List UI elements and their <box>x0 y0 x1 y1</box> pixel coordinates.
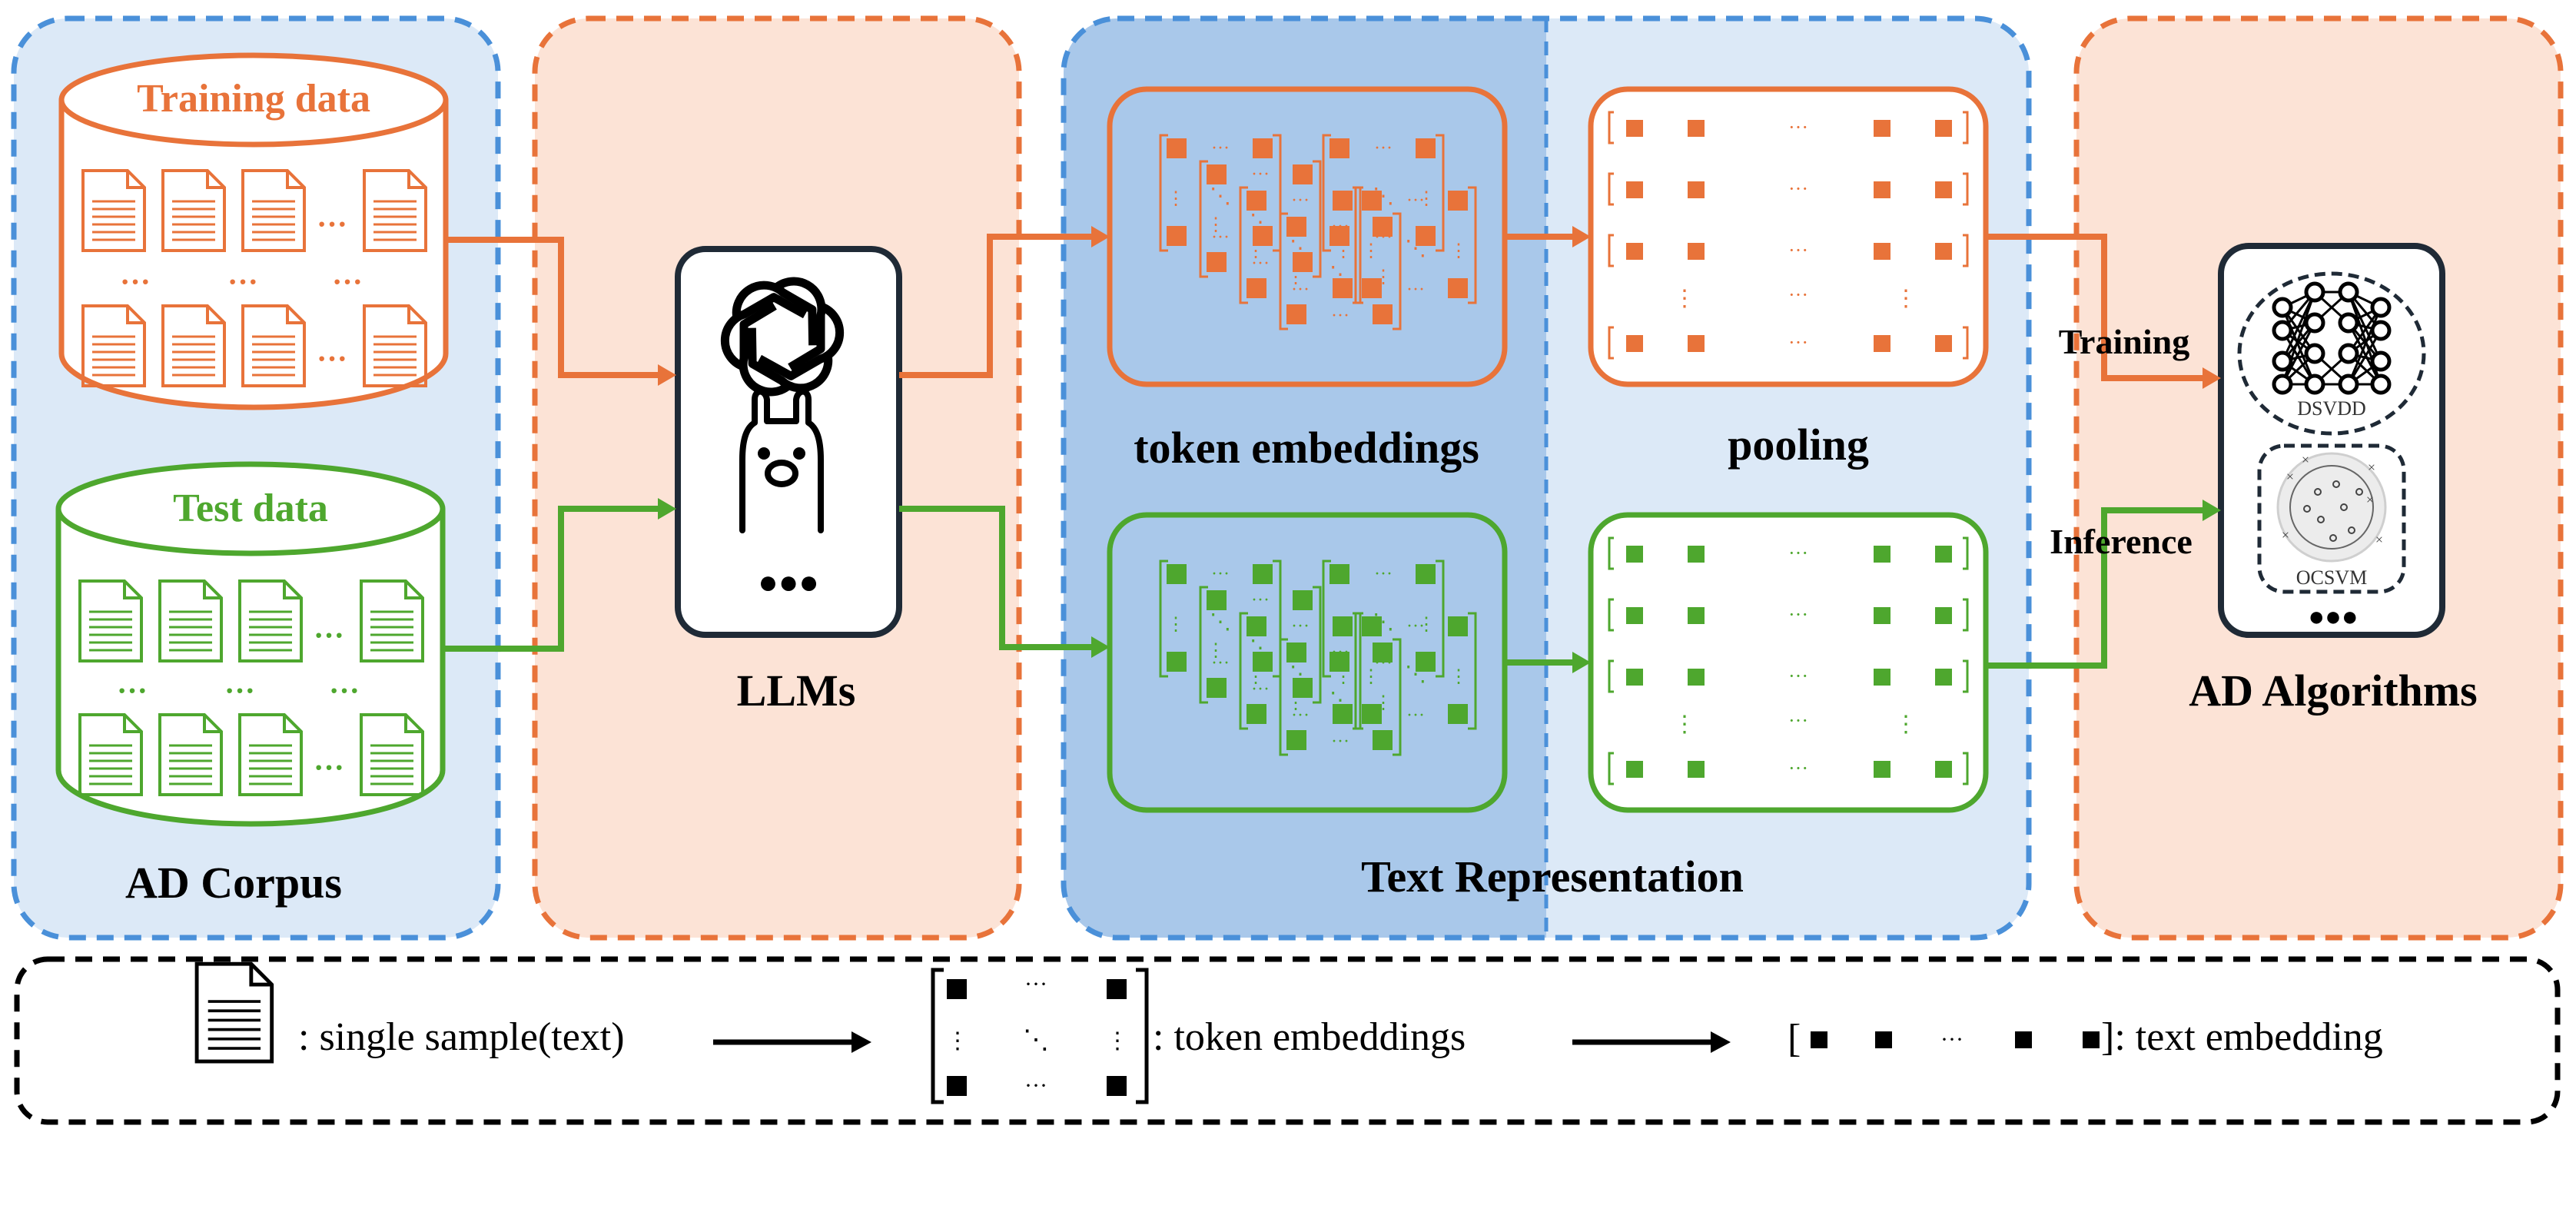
llms-box <box>675 246 902 638</box>
legend-token-label: : token embeddings <box>1153 1015 1466 1059</box>
inference-arrow-label: Inference <box>2050 522 2193 561</box>
arrow-test-to-llms <box>443 506 662 652</box>
svg-text:···: ··· <box>1024 971 1047 997</box>
ocsvm-label: OCSVM <box>2296 566 2367 589</box>
svg-text:⋱: ⋱ <box>1023 1026 1049 1054</box>
token-embeddings-label: token embeddings <box>1134 423 1479 473</box>
svg-text:⋮: ⋮ <box>1673 286 1696 311</box>
svg-text:···: ··· <box>317 207 347 241</box>
svg-text:···: ··· <box>224 673 255 708</box>
pooling-label: pooling <box>1728 420 1869 470</box>
svg-text:×: × <box>2375 532 2383 547</box>
svg-text:···: ··· <box>314 618 344 652</box>
llms-more-icon: ●●● <box>758 563 819 601</box>
legend-text-embedding-label: ]: text embedding <box>2101 1015 2383 1059</box>
llms-label: LLMs <box>737 666 856 716</box>
svg-text:⋮: ⋮ <box>1673 712 1696 737</box>
llama-icon <box>739 388 824 533</box>
openai-logo-icon <box>720 277 845 397</box>
text-representation-label: Text Representation <box>1361 852 1744 902</box>
ocsvm-plot-icon <box>2276 452 2387 563</box>
arrow-llms-to-token-test <box>899 506 1096 650</box>
ad-corpus-label: AD Corpus <box>125 858 342 908</box>
svg-text:⋮: ⋮ <box>1894 286 1917 311</box>
svg-text:×: × <box>2282 527 2289 543</box>
algorithms-more-icon: ●●● <box>2308 601 2358 632</box>
svg-text:×: × <box>2302 452 2309 467</box>
test-data-cylinder: Test data ··· ··· ··· ··· ··· <box>55 461 446 827</box>
training-data-cylinder: Training data ··· ··· ··· ··· ··· <box>58 52 449 410</box>
svg-text:×: × <box>2286 469 2294 484</box>
dsvdd-card: DSVDD <box>2237 271 2426 436</box>
pooled-embeddings-test: ⋮ ··· ⋮ <box>1608 536 1969 785</box>
svg-text:···: ··· <box>1788 284 1808 306</box>
text-representation-panel <box>1061 15 2032 941</box>
legend-arrowhead-1 <box>851 1031 871 1053</box>
svg-text:×: × <box>2368 460 2375 475</box>
svg-text:···: ··· <box>314 750 344 785</box>
svg-text:···: ··· <box>227 264 258 299</box>
legend-sample-label: : single sample(text) <box>298 1015 625 1059</box>
training-arrow-label: Training <box>2059 322 2189 361</box>
svg-text:···: ··· <box>1940 1027 1964 1052</box>
legend-open-bracket: [ <box>1788 1017 1801 1061</box>
legend-arrowhead-2 <box>1711 1031 1731 1053</box>
dsvdd-label: DSVDD <box>2297 397 2366 420</box>
flow-arrows <box>443 226 2221 673</box>
arrow-training-to-llms <box>446 237 662 378</box>
svg-text:⋮: ⋮ <box>1106 1028 1129 1054</box>
svg-text:···: ··· <box>120 264 151 299</box>
arrow-pool-to-algorithms-test <box>1986 507 2207 669</box>
svg-text:···: ··· <box>332 264 363 299</box>
arrow-llms-to-token-train <box>899 234 1096 378</box>
svg-text:⋮: ⋮ <box>1894 712 1917 737</box>
svg-text:···: ··· <box>317 341 347 376</box>
legend-text-embedding-icon: [ ··· <box>1788 1017 2100 1061</box>
legend-token-matrix-icon: ··· ⋮ ⋱ ⋮ ··· <box>931 968 1149 1104</box>
svg-text:×: × <box>2366 492 2374 507</box>
test-data-label: Test data <box>173 486 328 530</box>
training-data-label: Training data <box>137 77 370 121</box>
svg-text:···: ··· <box>329 673 360 708</box>
arrow-pool-to-algorithms-train <box>1986 234 2207 381</box>
ocsvm-card: × × × × × × OCSVM <box>2257 443 2406 594</box>
legend-box <box>14 956 2561 1125</box>
svg-text:···: ··· <box>117 673 148 708</box>
svg-text:⋮: ⋮ <box>946 1028 969 1054</box>
pooled-embeddings-train: ⋮ ··· ⋮ <box>1608 111 1969 360</box>
svg-text:···: ··· <box>1788 709 1808 732</box>
ad-algorithms-label: AD Algorithms <box>2189 666 2477 716</box>
svg-text:···: ··· <box>1024 1073 1047 1098</box>
